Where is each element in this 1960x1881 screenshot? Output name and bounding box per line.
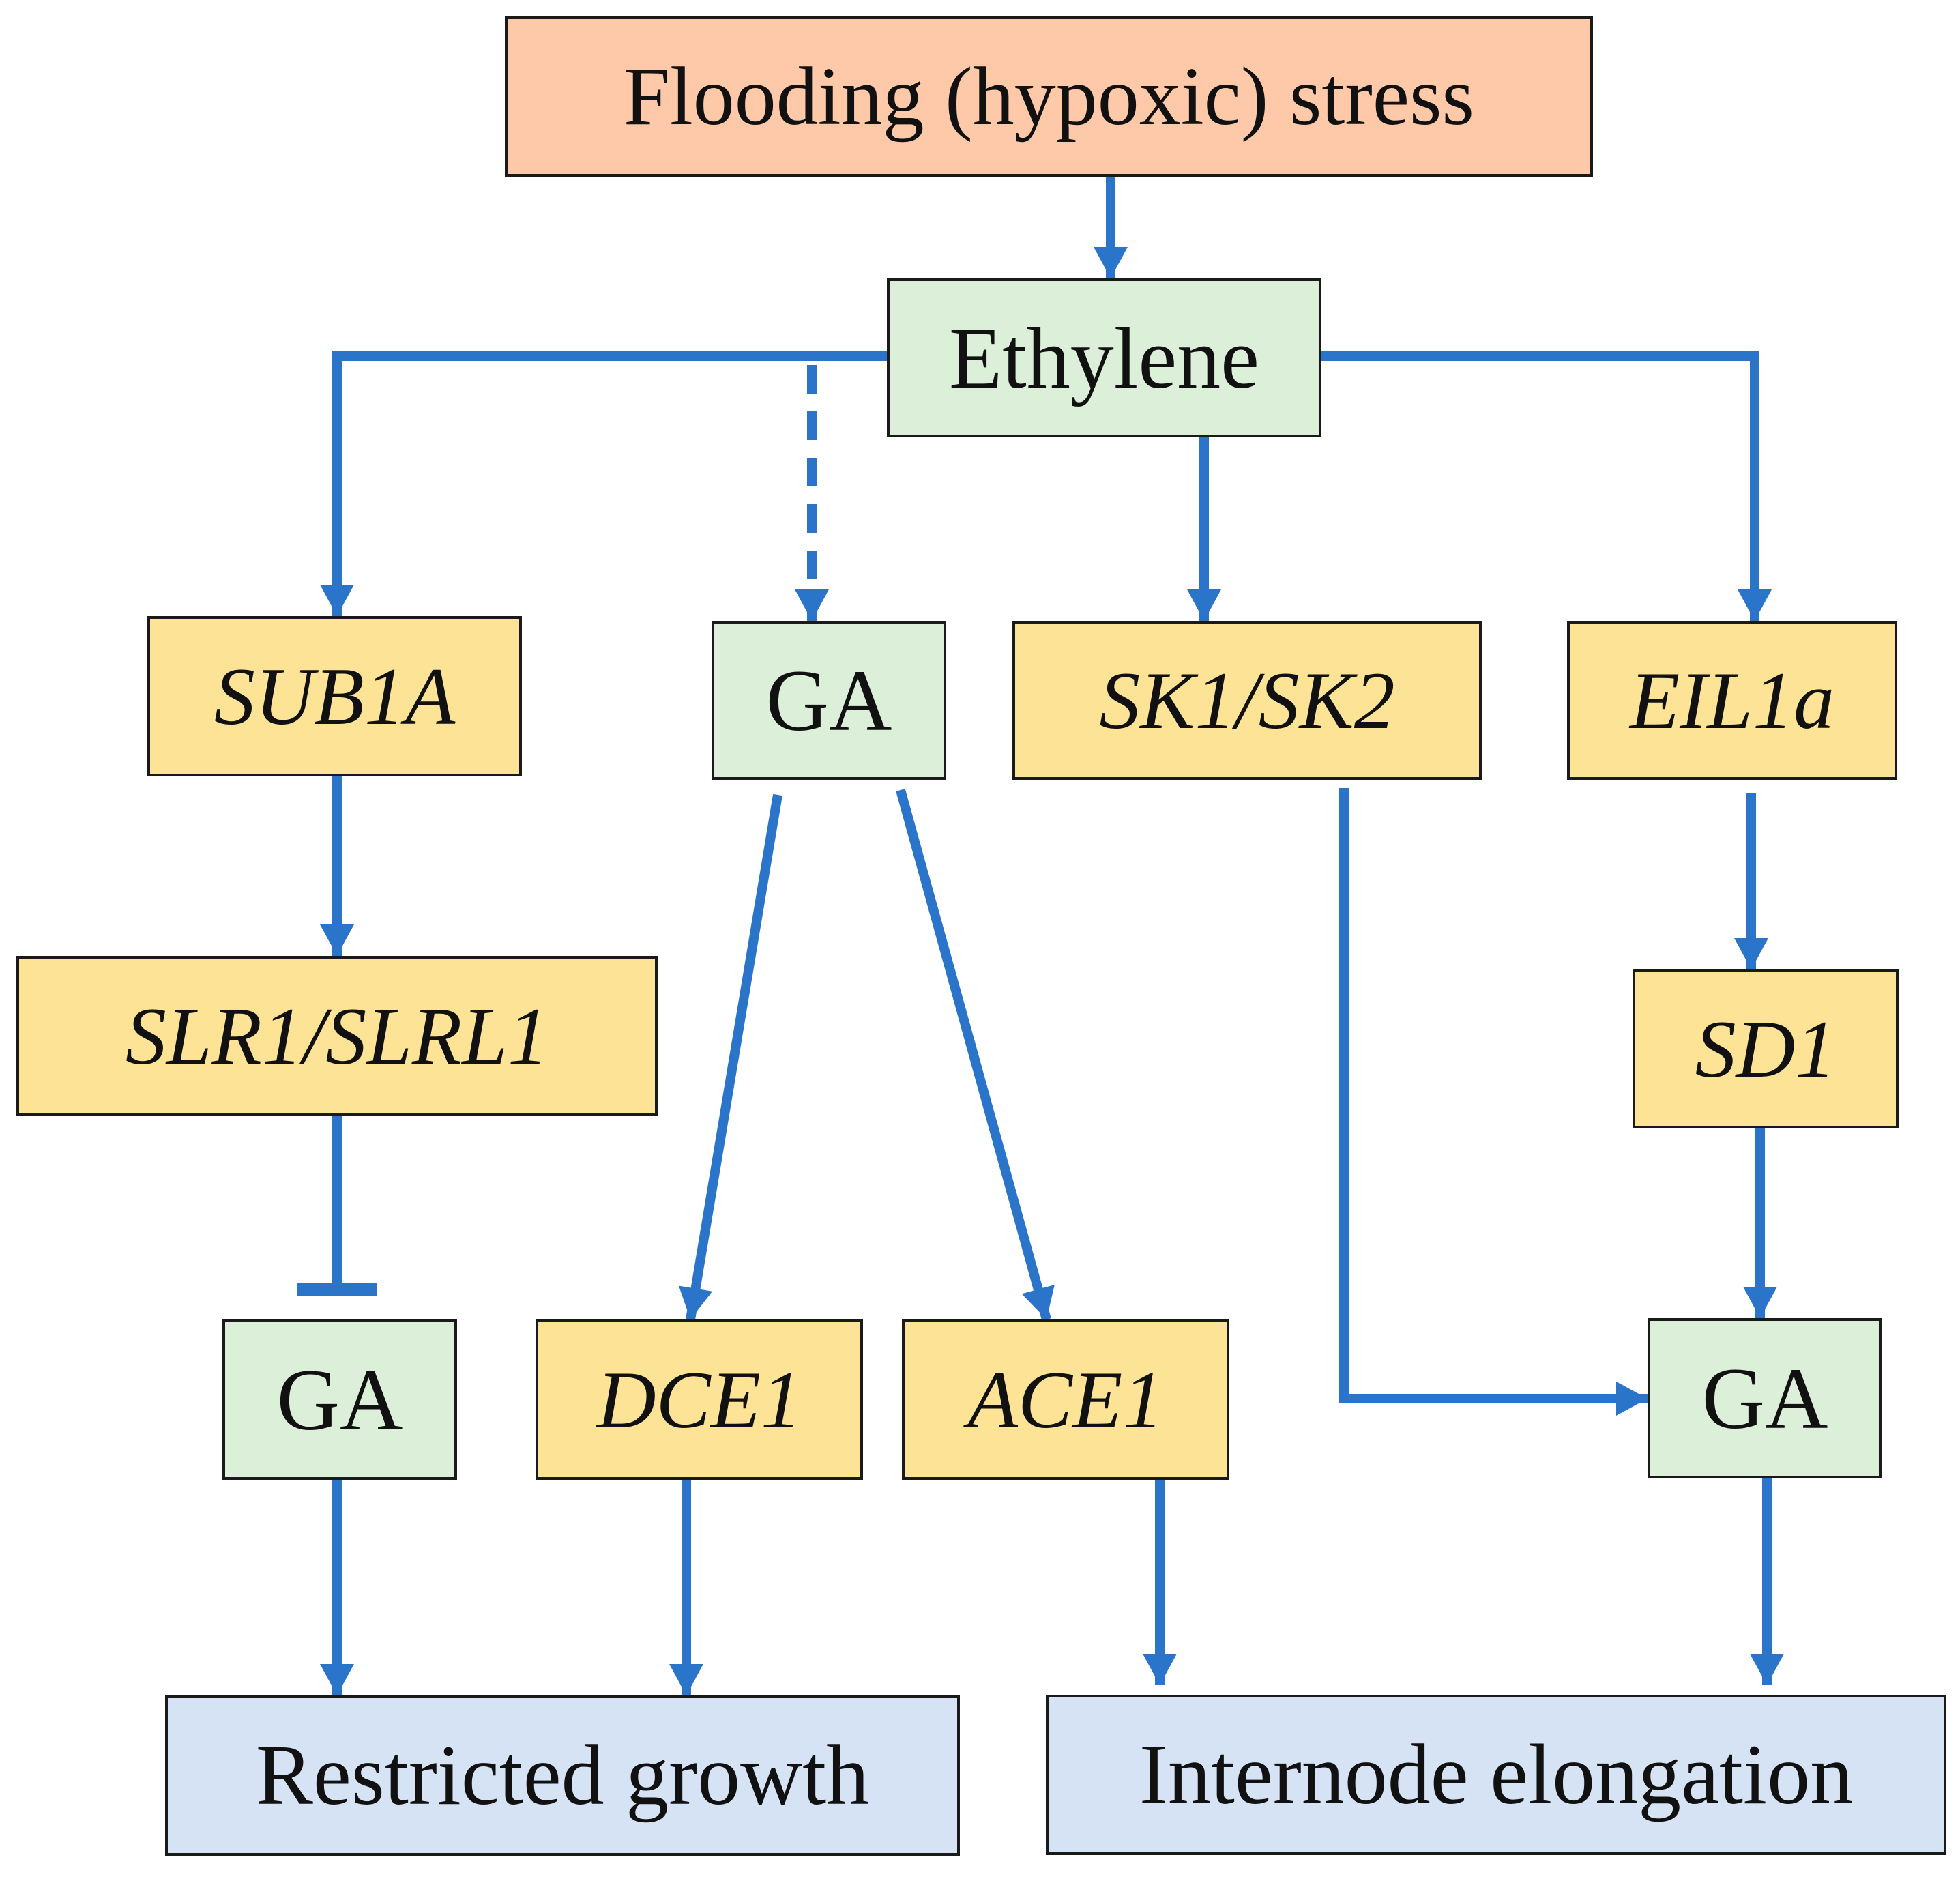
- node-ethylene: Ethylene: [887, 278, 1321, 437]
- node-label: GA: [765, 652, 892, 749]
- node-label: GA: [276, 1351, 403, 1448]
- node-label: Flooding (hypoxic) stress: [623, 50, 1475, 143]
- node-sd1: SD1: [1633, 969, 1899, 1128]
- node-label: GA: [1701, 1350, 1828, 1447]
- node-ga-right: GA: [1648, 1318, 1882, 1478]
- node-restricted-growth: Restricted growth: [165, 1695, 960, 1856]
- node-label: SUB1A: [214, 650, 456, 742]
- node-label: Ethylene: [949, 309, 1259, 407]
- node-label: SK1/SK2: [1099, 654, 1395, 746]
- node-dce1: DCE1: [536, 1319, 863, 1480]
- node-label: ACE1: [967, 1354, 1164, 1445]
- node-label: Restricted growth: [255, 1727, 870, 1823]
- node-flooding-stress: Flooding (hypoxic) stress: [505, 16, 1593, 177]
- node-ga-left: GA: [222, 1319, 457, 1480]
- node-label: DCE1: [597, 1354, 802, 1445]
- node-sk1-sk2: SK1/SK2: [1012, 621, 1482, 780]
- node-internode-elongation: Internode elongation: [1046, 1695, 1946, 1855]
- edge-ethylene-to-sub1a: [320, 351, 887, 616]
- edge-ga_mid-to-dce1: [678, 793, 782, 1321]
- edge-ethylene-to-eil1a: [1321, 351, 1772, 621]
- node-eil1a: EIL1a: [1567, 621, 1897, 780]
- node-label: EIL1a: [1630, 654, 1834, 746]
- node-sub1a: SUB1A: [147, 616, 522, 776]
- edge-ga_mid-to-ace1: [896, 789, 1055, 1321]
- node-label: Internode elongation: [1139, 1727, 1854, 1822]
- node-label: SD1: [1695, 1003, 1837, 1094]
- node-ga-middle: GA: [712, 621, 946, 780]
- node-ace1: ACE1: [902, 1319, 1229, 1480]
- edge-sk-to-ga_right: [1339, 788, 1648, 1416]
- node-slr1-slrl1: SLR1/SLRL1: [16, 956, 658, 1116]
- node-label: SLR1/SLRL1: [125, 990, 549, 1081]
